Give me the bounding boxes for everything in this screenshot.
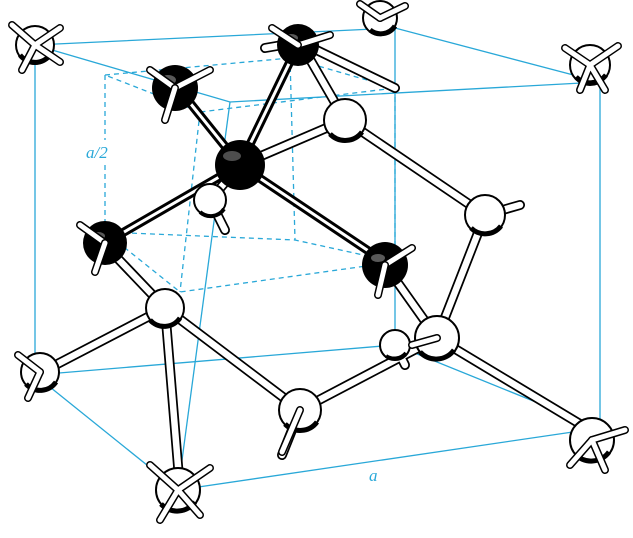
- atom-black-top-left: [146, 65, 214, 124]
- atom-black-center: [215, 140, 265, 190]
- atom-black-right: [362, 242, 416, 299]
- sub-cube-edge-4: [289, 57, 296, 241]
- sub-cube-edge-2: [179, 111, 201, 293]
- atom-face-center-back: [379, 329, 411, 361]
- half-edge-label-bg: [78, 140, 134, 164]
- cube-edge-bottom-front: [177, 427, 601, 491]
- atom-black-left: [76, 221, 127, 276]
- tetrahedral-atoms: [76, 24, 416, 299]
- atom-face-center-1: [323, 98, 367, 143]
- bond-network: [37, 37, 595, 495]
- edge-label: a: [369, 466, 378, 485]
- stub-bonds: [8, 0, 629, 524]
- atom-face-center-2: [464, 194, 506, 237]
- cube-edge-bottom-back: [34, 344, 396, 376]
- atom-hidden-behind: [193, 183, 227, 219]
- edge-label-bg: [364, 464, 386, 486]
- atom-black-top-right: [268, 24, 334, 66]
- half-edge-label: a/2: [86, 143, 108, 162]
- atom-interior-left: [145, 288, 185, 329]
